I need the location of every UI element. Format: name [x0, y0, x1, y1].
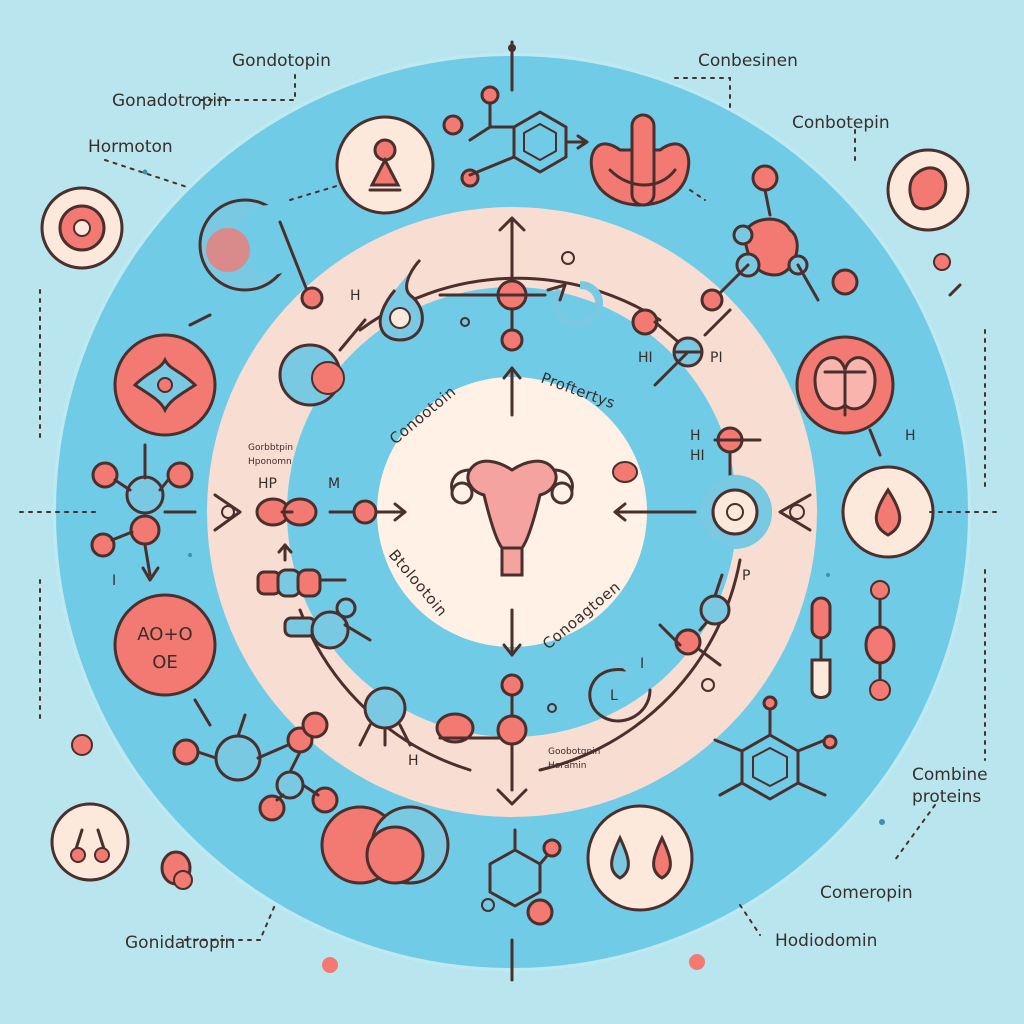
label-hormone: Hormoton: [88, 137, 173, 157]
letter-l: L: [610, 688, 618, 704]
leader-lines: [19, 74, 1001, 941]
organ-icon-bottom: [320, 805, 450, 885]
letter-h-right: H: [905, 428, 916, 444]
letter-pi: PI: [710, 350, 723, 366]
letter-i-left: I: [112, 573, 116, 589]
inner-bottom-line2: Horamin: [548, 761, 586, 771]
molecule-icon-lower-left: [172, 711, 339, 822]
molecule-icon-top-right: [700, 164, 859, 312]
label-right-upper: Conbotepin: [792, 113, 890, 133]
letter-m: M: [328, 476, 340, 492]
top-molecule: [438, 40, 547, 352]
molecule-icon-left-inner: HP M Gorbbtpin Hponomn: [213, 443, 378, 532]
letter-p: P: [742, 568, 750, 584]
cell-icon-top: [335, 115, 435, 215]
inner-bottom-line1: Goobotgnin: [548, 747, 600, 757]
label-lower-right-b: Hodiodomin: [775, 931, 877, 951]
bottom-molecule: [496, 673, 528, 982]
label-combine-1: Combine: [912, 765, 988, 785]
badge-text-line2: OE: [152, 652, 178, 673]
uterus-icon: [450, 459, 638, 577]
arrow-icon-upper-right: HI PI: [546, 251, 732, 387]
arrow-icon-lower: L I: [588, 656, 652, 723]
inner-left-line2: Hponomn: [248, 457, 292, 467]
hexagon-molecule-icon: [442, 85, 589, 188]
hexagon-molecule-icon-bottom: [481, 828, 562, 926]
cell-icon-left-top: [40, 186, 124, 270]
inner-left-line1: Gorbbtpin: [248, 443, 293, 453]
cell-icon-bottom-left: [50, 734, 193, 890]
organ-icon-right: H: [795, 335, 916, 457]
molecule-icon-right-inner: H HI P: [658, 426, 812, 692]
organ-icon-left: [113, 313, 217, 437]
molecule-icon-left-outer: I: [90, 443, 197, 589]
label-top-right: Conbesinen: [698, 51, 798, 71]
molecule-icon-left-lower: [256, 543, 372, 650]
hexagon-molecule-icon-right: [713, 695, 838, 801]
label-combine-2: proteins: [912, 787, 981, 807]
badge-text-line1: AO+O: [137, 624, 192, 645]
equation-badge: AO+O OE: [113, 593, 217, 727]
letter-h-b: H: [690, 428, 701, 444]
letter-hi-a: HI: [638, 350, 653, 366]
label-lower-right-a: Comeropin: [820, 883, 913, 903]
organ-icon-left-inner: [278, 318, 367, 407]
drop-icon-right: [841, 465, 935, 559]
test-tube-icon: [810, 580, 896, 701]
drop-icon-bottom: [586, 804, 694, 912]
sparkle-dots: [142, 169, 885, 973]
organ-icon-upper-left: [198, 184, 341, 310]
letter-h-bottom: H: [408, 753, 419, 769]
cell-icon-right-top: [886, 148, 970, 297]
letter-hi-b: HI: [690, 448, 705, 464]
label-top-left: Gonadotropin: [112, 91, 228, 111]
label-bottom-left: Gonidatropin: [125, 933, 235, 953]
letter-hp: HP: [258, 476, 277, 492]
letter-h-left: H: [350, 288, 361, 304]
letter-i: I: [640, 656, 644, 672]
loop-icon-upper: H: [350, 258, 470, 342]
molecule-icon-lower-inner: H Goobotgnin Horamin: [358, 686, 600, 771]
kidney-icon: [589, 113, 691, 207]
label-top-center: Gondotopin: [232, 51, 331, 71]
